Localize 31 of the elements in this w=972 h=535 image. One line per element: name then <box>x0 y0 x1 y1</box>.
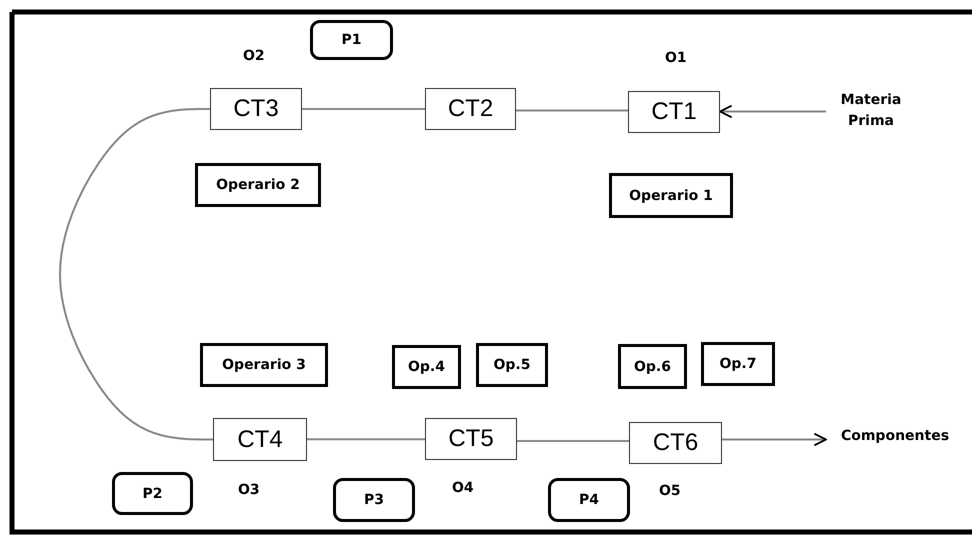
workstation-box: CT1 <box>628 91 720 133</box>
pallet-box: P3 <box>333 478 415 522</box>
station-label: O4 <box>452 480 474 496</box>
flow-label: Componentes <box>826 424 964 448</box>
operator-box: Op.4 <box>392 345 461 389</box>
operator-box: Op.6 <box>618 344 687 389</box>
pallet-box: P1 <box>310 20 393 60</box>
flow-label: Materia Prima <box>826 86 916 136</box>
workstation-box: CT6 <box>629 422 722 464</box>
conveyor-line <box>517 440 629 442</box>
operator-box: Operario 2 <box>195 163 321 207</box>
operator-box: Operario 3 <box>200 343 328 387</box>
conveyor-line <box>302 108 425 110</box>
pallet-box: P4 <box>548 478 630 522</box>
arrow <box>722 432 827 446</box>
workstation-box: CT4 <box>213 418 307 461</box>
workstation-box: CT5 <box>425 418 517 460</box>
operator-box: Op.5 <box>476 343 548 387</box>
pallet-box: P2 <box>112 472 193 515</box>
arrow <box>719 104 826 118</box>
station-label: O5 <box>659 483 681 499</box>
conveyor-line <box>59 108 213 440</box>
operator-box: Operario 1 <box>609 173 733 218</box>
conveyor-line <box>307 438 425 440</box>
station-label: O2 <box>243 48 265 64</box>
workstation-box: CT2 <box>425 88 516 130</box>
station-label: O3 <box>238 482 260 498</box>
conveyor-line <box>516 110 628 112</box>
workstation-box: CT3 <box>210 88 302 130</box>
station-label: O1 <box>665 50 687 66</box>
operator-box: Op.7 <box>701 342 775 386</box>
